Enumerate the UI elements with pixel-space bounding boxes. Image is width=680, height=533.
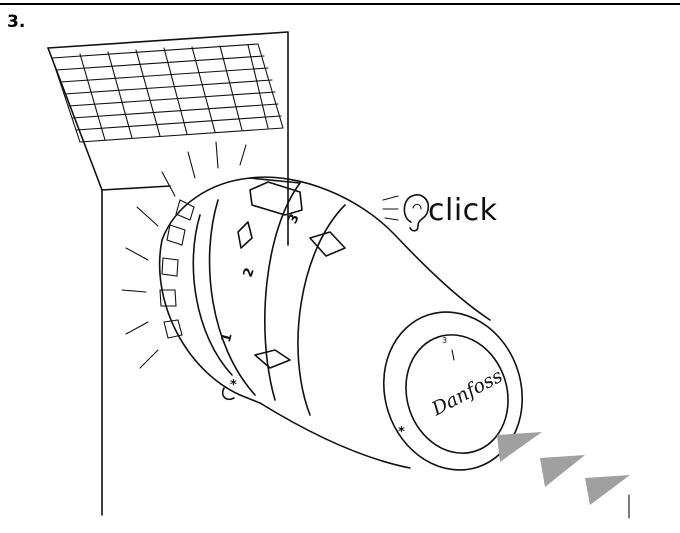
ring-front-edge <box>208 199 256 396</box>
ring-inner-edge <box>192 214 233 376</box>
dial-mark-1: 1 <box>219 332 236 345</box>
face-inner-disc <box>405 334 509 454</box>
push-arrow-3 <box>585 475 630 505</box>
radiator-top-edge <box>47 31 289 246</box>
shell-seam <box>264 182 301 401</box>
shell-top-outline <box>249 176 491 321</box>
face-snow-mark: * <box>398 425 405 440</box>
ring-lock-tab <box>237 221 253 249</box>
ear-icon <box>382 194 430 232</box>
click-sound-label: click <box>428 193 498 228</box>
ring-top-edge <box>161 177 301 241</box>
shell-seam-2 <box>297 204 346 416</box>
push-arrows <box>497 432 630 519</box>
top-divider <box>0 3 680 5</box>
dial-mark-2: 2 <box>241 266 258 280</box>
setting-indicator-tab <box>249 181 303 216</box>
brand-logo: Danfoss <box>427 365 506 421</box>
face-outer-ring <box>382 311 524 471</box>
radiator-grille <box>51 43 284 143</box>
face-mark-3: 3 <box>442 336 447 345</box>
dial-snow-mark: * <box>230 378 237 393</box>
shell-lower-notch <box>254 349 291 369</box>
push-arrow-1 <box>497 432 542 462</box>
ring-notches <box>159 199 195 339</box>
rotation-glow-lines <box>121 141 247 369</box>
radiator-top-front-edge <box>101 185 171 191</box>
push-arrow-2 <box>540 455 585 487</box>
shell-bottom-outline <box>259 402 411 469</box>
frost-lever <box>221 387 235 401</box>
step-number: 3. <box>7 12 26 32</box>
radiator <box>47 31 289 516</box>
thermostat-head <box>158 176 524 471</box>
face-indicator-mark <box>451 349 455 361</box>
shell-notch <box>309 231 346 257</box>
